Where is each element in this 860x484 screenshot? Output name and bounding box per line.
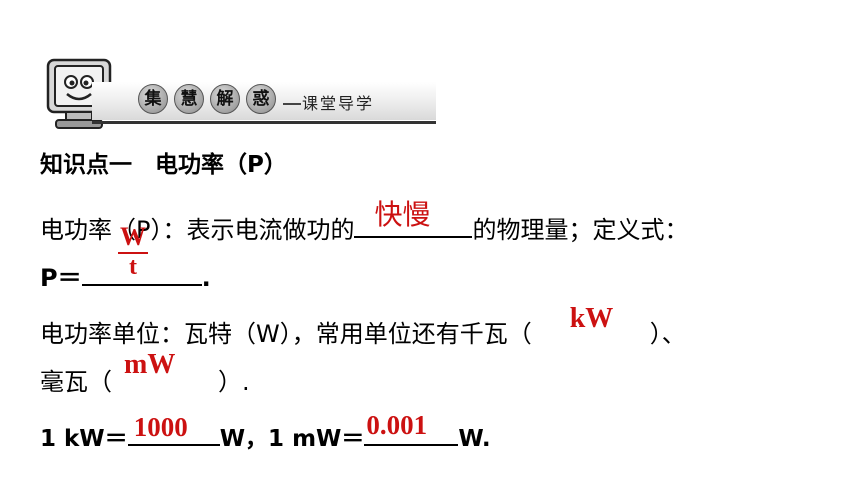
formula-suffix: . bbox=[201, 264, 211, 292]
formula-line: P＝. bbox=[40, 258, 211, 293]
units-prefix: 电功率单位：瓦特（W），常用单位还有千瓦（ bbox=[40, 320, 532, 348]
answer-speed: 快慢 bbox=[374, 198, 431, 231]
units-line-1: 电功率单位：瓦特（W），常用单位还有千瓦（ kW ）、 bbox=[40, 304, 686, 349]
definition-prefix: 电功率（P）：表示电流做功的 bbox=[40, 216, 355, 244]
definition-line: 电功率（P）：表示电流做功的快慢的物理量；定义式： bbox=[40, 200, 689, 245]
fraction-denominator: t bbox=[129, 254, 137, 280]
slot-mw: mW bbox=[112, 350, 218, 390]
fraction-answer: W t bbox=[118, 224, 148, 279]
answer-kw: kW bbox=[569, 303, 614, 334]
units-line2-prefix: 毫瓦（ bbox=[40, 368, 112, 396]
answer-1000: 1000 bbox=[133, 412, 188, 442]
units-line-2: 毫瓦（ mW ）. bbox=[40, 350, 250, 397]
units-mid: ）、 bbox=[649, 320, 686, 348]
blank-kw-conversion: 1000 bbox=[127, 412, 220, 446]
section-heading: 知识点一 电功率（P） bbox=[40, 152, 287, 178]
definition-suffix: 的物理量；定义式： bbox=[472, 216, 689, 244]
header-underline bbox=[92, 121, 436, 124]
blank-speed: 快慢 bbox=[354, 200, 473, 238]
fraction-bar bbox=[118, 252, 148, 254]
blank-mw-conversion: 0.001 bbox=[364, 410, 459, 446]
slot-kw: kW bbox=[532, 304, 650, 342]
subtitle-dash bbox=[283, 103, 301, 105]
answer-mw: mW bbox=[124, 349, 176, 380]
conversion-prefix: 1 kW＝ bbox=[40, 426, 128, 452]
badge-2: 慧 bbox=[174, 84, 204, 114]
answer-0001: 0.001 bbox=[366, 410, 428, 440]
blank-formula bbox=[81, 258, 202, 286]
units-line2-suffix: ）. bbox=[218, 368, 250, 396]
fraction-numerator: W bbox=[120, 222, 146, 251]
header-subtitle: 课堂导学 bbox=[302, 94, 375, 113]
conversion-suffix: W. bbox=[458, 426, 491, 452]
badge-1: 集 bbox=[138, 84, 168, 114]
badge-3: 解 bbox=[210, 84, 240, 114]
formula-prefix: P＝ bbox=[40, 264, 82, 292]
badge-4: 惑 bbox=[246, 84, 276, 114]
conversion-mid: W，1 mW＝ bbox=[219, 426, 365, 452]
